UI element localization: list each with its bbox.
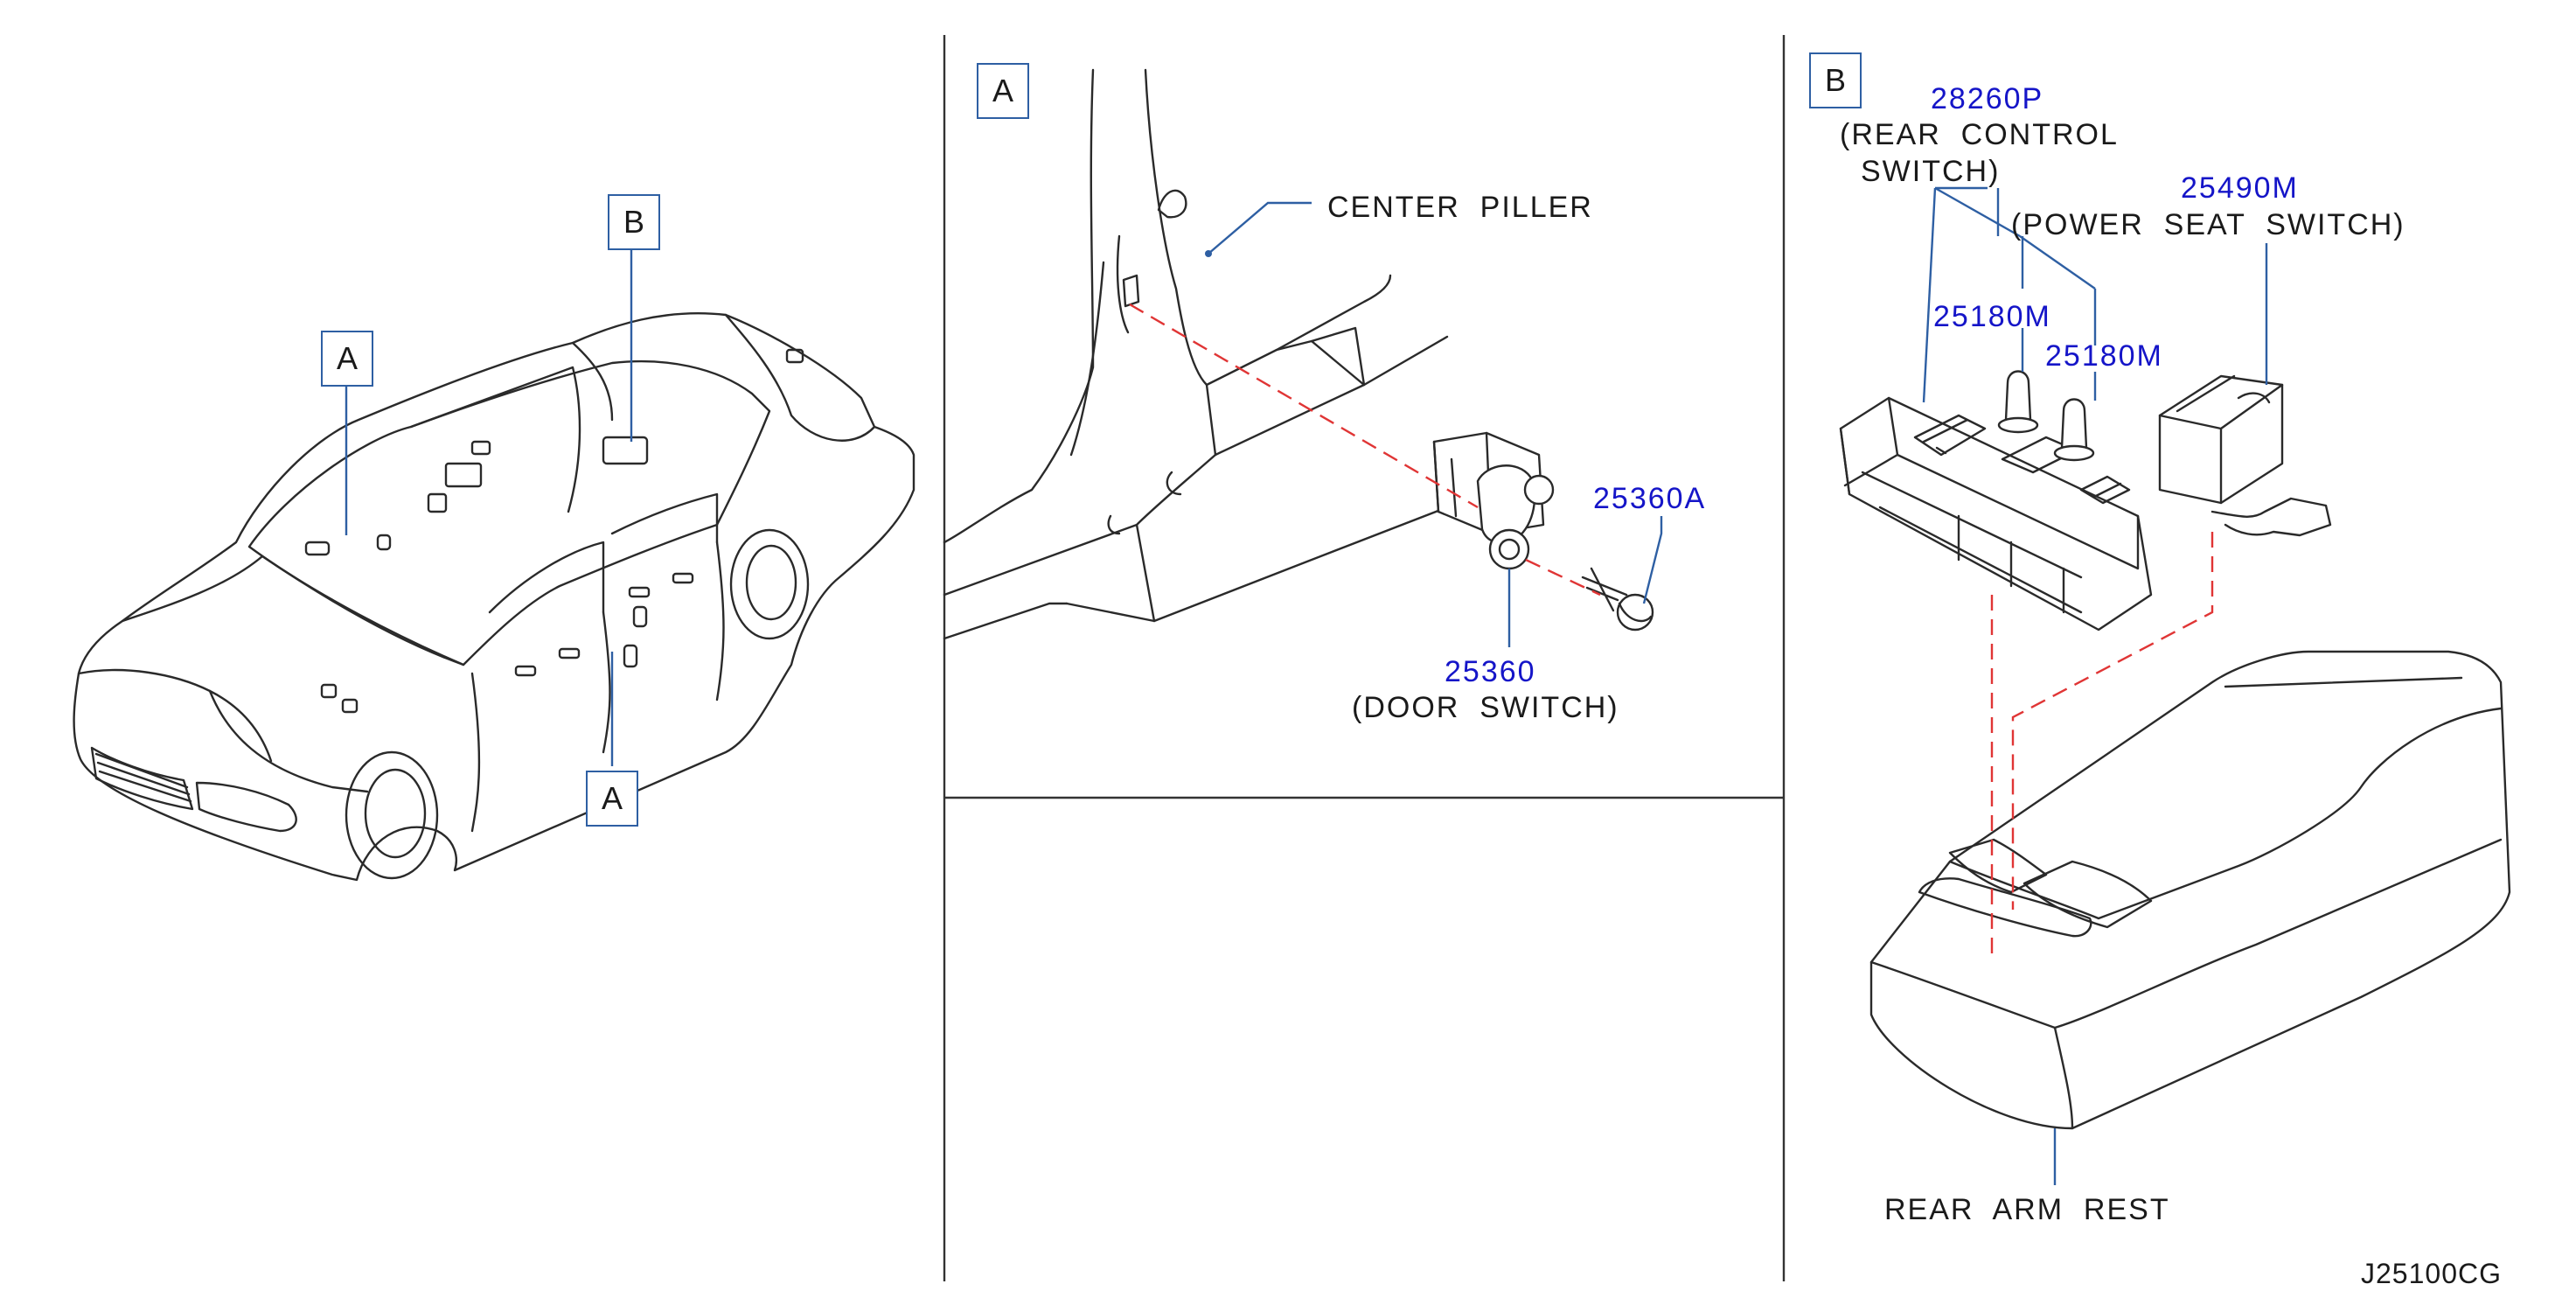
power-seat-switch-name: (POWER SEAT SWITCH)	[2011, 208, 2405, 241]
panel-b-dashes	[1990, 532, 2214, 958]
panel-b-leaders	[1922, 186, 2268, 1185]
rear-control-switch-part-number: 28260P	[1931, 82, 2044, 115]
panel-a-dashes	[1129, 303, 1601, 597]
rear-control-switch-name-2: SWITCH)	[1861, 155, 2001, 188]
bulb-drawings	[1997, 370, 2095, 462]
callout-b-overview: B	[608, 194, 660, 250]
diagram-id: J25100CG	[2361, 1258, 2502, 1289]
rear-arm-rest-drawing	[1869, 650, 2511, 1130]
callout-a-panel: A	[977, 63, 1029, 119]
panel-dividers	[943, 35, 1786, 1281]
callout-a-lower: A	[586, 771, 638, 827]
bulb-part-number-2: 25180M	[2045, 339, 2163, 373]
center-pillar-label: CENTER PILLER	[1327, 191, 1593, 224]
overview-leaders	[345, 248, 633, 766]
bulb-part-number-1: 25180M	[1933, 300, 2051, 333]
door-switch-drawing	[1432, 431, 1555, 570]
rear-arm-rest-label: REAR ARM REST	[1884, 1193, 2170, 1226]
door-switch-part-number: 25360	[1445, 655, 1536, 688]
center-pillar-drawing	[943, 68, 1449, 640]
car-overview-illustration	[73, 312, 916, 882]
callout-a-upper: A	[321, 331, 373, 387]
rear-control-switch-name-1: (REAR CONTROL	[1840, 118, 2119, 151]
rear-control-switch-drawing	[1839, 396, 2153, 632]
screw-drawing	[1581, 567, 1654, 632]
power-seat-switch-part-number: 25490M	[2181, 171, 2299, 205]
screw-part-number: 25360A	[1593, 482, 1707, 515]
door-switch-name: (DOOR SWITCH)	[1352, 691, 1619, 724]
callout-b-panel: B	[1809, 52, 1862, 108]
power-seat-switch-drawing	[2158, 374, 2332, 537]
panel-a-leaders	[1205, 201, 1663, 647]
